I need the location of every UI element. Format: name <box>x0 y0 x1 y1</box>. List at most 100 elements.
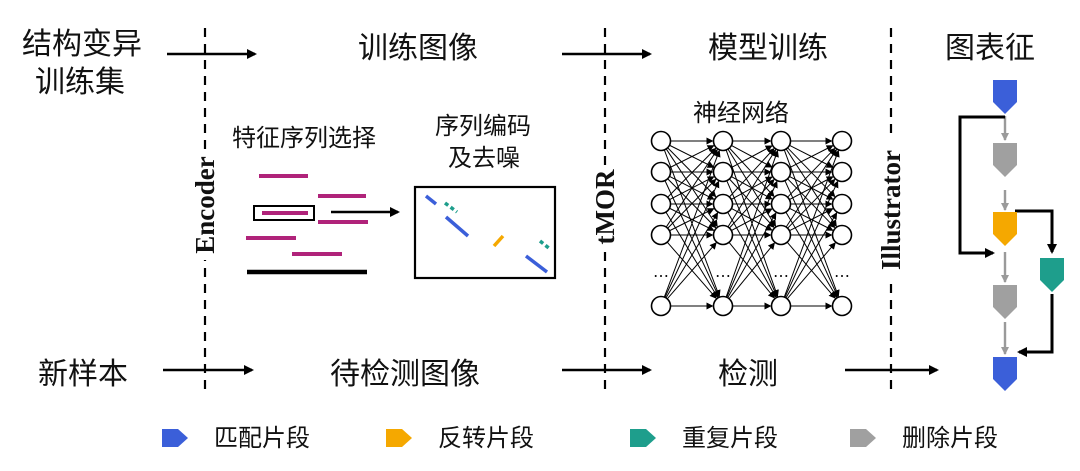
nn-node <box>770 295 792 317</box>
nn-connection <box>665 212 719 299</box>
nn-connection <box>789 145 834 169</box>
encode-label-line2: 及去噪 <box>448 144 520 172</box>
sv-train-label-line2: 训练集 <box>35 65 125 100</box>
nn-node <box>770 130 792 152</box>
duplication-stroke <box>538 239 552 251</box>
nn-connection <box>669 145 715 169</box>
nn-node <box>650 161 672 183</box>
nn-node <box>650 130 672 152</box>
nn-node <box>712 224 734 246</box>
nn-connection <box>727 149 777 228</box>
detect-label: 检测 <box>718 357 778 392</box>
graph-match-segment <box>993 357 1017 391</box>
nn-connection <box>787 178 836 229</box>
nn-node <box>770 224 792 246</box>
graph-return-edge <box>1017 294 1054 357</box>
graph-deletion-segment <box>993 143 1017 177</box>
legend-swatch <box>630 429 656 447</box>
legend-label: 删除片段 <box>902 424 998 452</box>
nn-connection <box>725 149 779 298</box>
tmor-label: tMOR <box>590 169 620 244</box>
nn-connection <box>784 180 839 298</box>
nn-connection <box>731 145 773 168</box>
graph-duplication-segment <box>1040 258 1064 292</box>
legend-swatch <box>162 429 188 447</box>
nn-node <box>831 193 853 215</box>
encoded-image <box>413 185 557 280</box>
nn-node <box>712 130 734 152</box>
graph-skip-edge <box>958 115 1005 258</box>
nn-connection <box>789 208 834 232</box>
graph-match-segment <box>993 80 1017 114</box>
nn-node <box>650 224 672 246</box>
nn-ellipsis: … <box>773 262 789 281</box>
nn-node <box>770 193 792 215</box>
illustrator-label-bg <box>874 140 908 280</box>
nn-connection <box>669 208 715 232</box>
sv-train-label-line1: 结构变异 <box>22 27 142 62</box>
encoded-image-frame <box>413 185 557 280</box>
nn-connection <box>663 149 721 298</box>
legend-label: 重复片段 <box>682 424 778 452</box>
nn-connection <box>667 147 717 198</box>
nn-connection <box>664 180 720 298</box>
nn-connection <box>666 242 717 300</box>
legend-label: 匹配片段 <box>214 424 310 452</box>
nn-connection <box>728 242 775 299</box>
test-images-label: 待检测图像 <box>330 357 480 392</box>
graph-deletion-segment <box>993 285 1017 319</box>
graph-inversion-segment <box>993 212 1017 246</box>
nn-node <box>712 193 734 215</box>
graph-dup-edge <box>1015 209 1057 254</box>
nn-ellipsis: … <box>834 262 850 281</box>
illustrator-label: Illustrator <box>876 150 906 270</box>
model-training-label: 模型训练 <box>708 31 828 66</box>
nn-connection <box>731 208 773 231</box>
nn-connection <box>726 180 778 298</box>
nn-connection <box>785 212 838 299</box>
encode-label-line1: 序列编码 <box>435 112 531 140</box>
nn-node <box>712 161 734 183</box>
new-sample-label: 新样本 <box>38 357 128 392</box>
nn-connection <box>729 147 775 198</box>
nn-node <box>831 130 853 152</box>
nn-connection <box>729 178 775 229</box>
legend: 匹配片段 反转片段 重复片段 删除片段 <box>162 424 998 452</box>
inversion-stroke <box>492 234 505 248</box>
selected-read-box <box>253 205 315 221</box>
encoder-label: Encoder <box>190 156 220 254</box>
neural-net-label: 神经网络 <box>693 99 789 127</box>
nn-connection <box>786 242 836 300</box>
nn-node <box>650 295 672 317</box>
read-alignments <box>246 174 368 275</box>
nn-connection <box>787 147 836 198</box>
neural-network: … … … … <box>650 130 853 317</box>
nn-node <box>712 295 734 317</box>
nn-ellipsis: … <box>653 262 669 281</box>
nn-node <box>831 224 853 246</box>
nn-node <box>770 161 792 183</box>
duplication-stroke <box>443 201 459 214</box>
nn-node <box>831 295 853 317</box>
match-stroke <box>424 194 438 206</box>
nn-node <box>650 193 672 215</box>
tmor-label-bg <box>589 168 623 246</box>
feature-select-label: 特征序列选择 <box>232 124 376 152</box>
match-stroke <box>444 215 470 238</box>
encoder-label-bg <box>188 150 222 260</box>
nn-connection <box>665 148 718 228</box>
legend-swatch <box>386 429 412 447</box>
nn-connection <box>667 178 717 229</box>
graph-representation <box>958 80 1064 391</box>
train-images-label: 训练图像 <box>358 31 478 66</box>
match-stroke <box>524 254 549 274</box>
nn-connection <box>785 148 837 228</box>
legend-label: 反转片段 <box>438 424 534 452</box>
nn-connection <box>727 212 777 298</box>
nn-node <box>831 161 853 183</box>
nn-ellipsis: … <box>715 262 731 281</box>
nn-connection <box>783 149 840 298</box>
graph-char-label: 图表征 <box>945 31 1035 66</box>
